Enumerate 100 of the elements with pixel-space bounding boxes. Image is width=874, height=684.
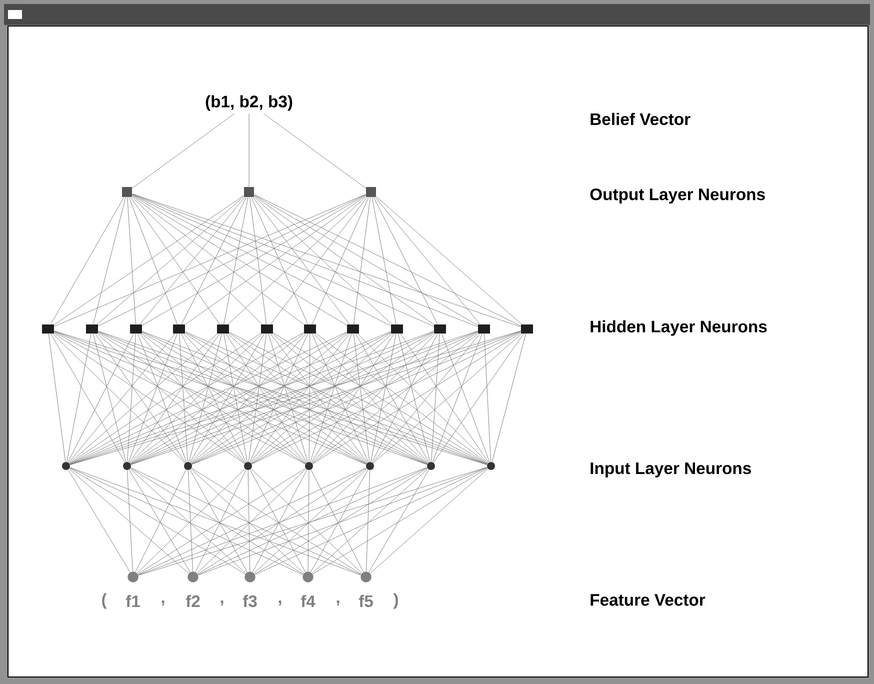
- connection-line: [132, 113, 235, 188]
- connection-line: [311, 334, 394, 463]
- connection-line: [127, 470, 133, 572]
- connection-line: [48, 334, 66, 462]
- connection-line: [372, 334, 522, 464]
- connection-line: [312, 468, 488, 574]
- vector-bracket: ): [393, 593, 398, 609]
- connection-line: [181, 334, 246, 462]
- connection-line: [140, 334, 246, 463]
- connection-line: [68, 468, 190, 574]
- connection-line: [130, 334, 262, 464]
- connection-line: [138, 467, 428, 576]
- connection-line: [254, 468, 428, 574]
- connection-line: [224, 334, 248, 462]
- connection-line: [70, 468, 304, 575]
- connection-line: [366, 470, 370, 572]
- layer-label: Hidden Layer Neurons: [590, 320, 767, 336]
- feature-node: [244, 572, 256, 582]
- feature-label: f4: [300, 594, 316, 608]
- feature-label: f2: [186, 594, 200, 608]
- connection-line: [138, 334, 187, 462]
- connection-line: [249, 197, 267, 324]
- connection-line: [251, 197, 308, 324]
- connection-line: [270, 197, 368, 324]
- connection-line: [68, 469, 130, 572]
- connection-line: [248, 470, 250, 572]
- connection-line: [97, 196, 244, 324]
- connection-line: [373, 197, 438, 324]
- feature-label: f3: [242, 594, 257, 608]
- connection-line: [252, 197, 350, 324]
- output-neuron: [244, 187, 254, 197]
- output-neuron: [366, 187, 376, 197]
- connection-line: [356, 334, 430, 463]
- feature-label: f1: [126, 594, 140, 608]
- connection-line: [312, 468, 428, 574]
- connection-line: [432, 334, 482, 462]
- connection-line: [442, 334, 490, 462]
- connection-line: [52, 334, 186, 464]
- connection-line: [135, 470, 186, 572]
- connection-line: [492, 334, 526, 462]
- vector-bracket: (: [102, 593, 107, 609]
- connection-line: [312, 334, 369, 462]
- connection-line: [358, 334, 488, 464]
- input-neuron: [427, 462, 435, 470]
- connection-line: [254, 196, 392, 324]
- connection-line: [400, 334, 489, 463]
- connection-line: [353, 334, 370, 462]
- connection-line: [308, 334, 310, 462]
- connection-line: [198, 468, 428, 575]
- feature-node: [302, 572, 314, 582]
- connection-line: [132, 196, 304, 325]
- connection-line: [254, 194, 521, 326]
- connection-line: [198, 467, 488, 576]
- connection-line: [248, 113, 250, 187]
- connection-line: [353, 197, 371, 324]
- feature-node: [360, 572, 372, 582]
- connection-line: [248, 334, 267, 462]
- layer-label: Output Layer Neurons: [590, 188, 765, 204]
- connection-line: [97, 334, 246, 464]
- connection-line: [140, 197, 245, 324]
- connection-line: [263, 113, 366, 188]
- connection-line: [224, 197, 248, 324]
- connection-line: [185, 196, 366, 325]
- connection-line: [312, 332, 521, 464]
- belief-vector-text: (b1, b2, b3): [206, 95, 292, 111]
- connection-line: [484, 334, 492, 462]
- connection-line: [312, 197, 369, 324]
- connection-line: [66, 334, 92, 462]
- connection-line: [372, 334, 438, 462]
- connection-line: [127, 197, 136, 324]
- connection-line: [368, 469, 430, 572]
- connection-line: [129, 334, 220, 463]
- connection-line: [228, 334, 368, 464]
- connection-line: [93, 334, 126, 462]
- layer-label: Feature Vector: [590, 594, 706, 606]
- connection-line: [254, 194, 478, 326]
- vector-comma: ,: [220, 600, 224, 606]
- connection-line: [250, 334, 392, 464]
- feature-label: f5: [358, 594, 373, 608]
- connection-line: [190, 334, 264, 463]
- connection-line: [50, 197, 124, 324]
- connection-line: [130, 197, 220, 324]
- connection-line: [376, 196, 522, 324]
- connection-line: [54, 195, 244, 325]
- connection-line: [254, 468, 488, 575]
- connection-line: [93, 197, 126, 324]
- connection-line: [372, 334, 480, 463]
- connection-line: [128, 469, 190, 572]
- connection-line: [181, 197, 247, 324]
- input-neuron: [366, 462, 374, 470]
- connection-line: [188, 470, 193, 572]
- connection-line: [228, 196, 366, 324]
- input-neuron: [244, 462, 252, 470]
- connection-line: [138, 467, 488, 576]
- connection-line: [272, 334, 428, 464]
- connection-line: [69, 468, 246, 574]
- input-neuron: [62, 462, 70, 470]
- connection-line: [308, 470, 310, 572]
- connection-line: [250, 334, 308, 462]
- connection-line: [372, 197, 396, 324]
